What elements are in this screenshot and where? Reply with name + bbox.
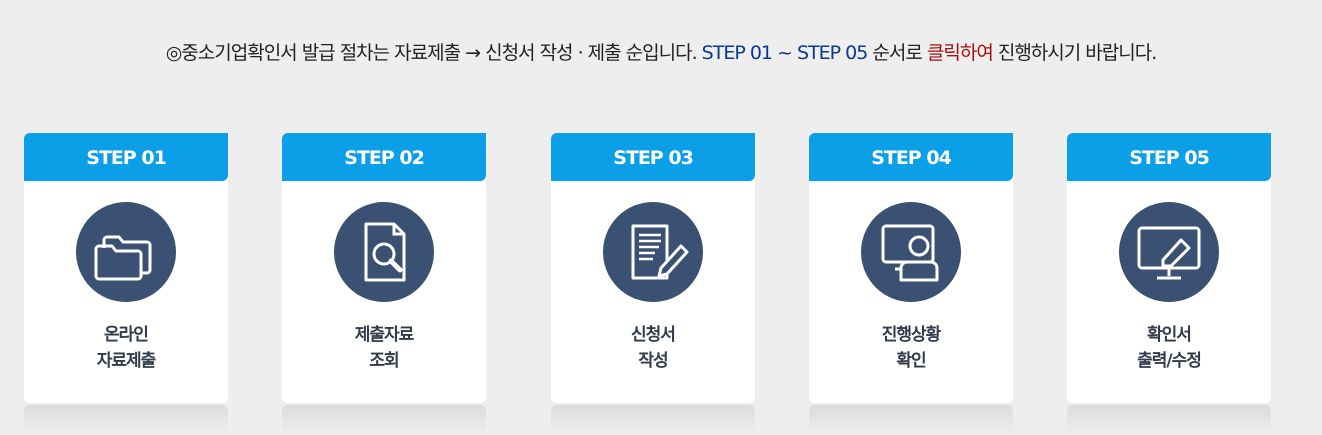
step-02-label-line1: 제출자료 <box>354 325 415 345</box>
step-01-label-line1: 온라인 <box>104 325 149 345</box>
folder-icon <box>76 202 176 302</box>
step-03-label-line1: 신청서 <box>631 325 676 345</box>
document-search-icon <box>334 202 434 302</box>
step-01-shadow <box>24 405 228 435</box>
step-04-label-line2: 확인 <box>896 351 926 371</box>
step-01-label-line2: 자료제출 <box>96 351 157 371</box>
instruction-text-main: ◎중소기업확인서 발급 절차는 자료제출 → 신청서 작성 · 제출 순입니다. <box>165 42 702 64</box>
step-05-shadow <box>1067 405 1271 435</box>
step-05-label-line1: 확인서 <box>1147 325 1192 345</box>
step-04-title: STEP 04 <box>809 133 1013 181</box>
document-edit-icon <box>603 202 703 302</box>
step-01-title: STEP 01 <box>24 133 228 181</box>
step-02-label: 제출자료 조회 <box>282 322 486 374</box>
step-05-title: STEP 05 <box>1067 133 1271 181</box>
step-05-label-line2: 출력/수정 <box>1137 351 1202 371</box>
instruction-text: ◎중소기업확인서 발급 절차는 자료제출 → 신청서 작성 · 제출 순입니다.… <box>0 38 1322 65</box>
step-01-online-submission[interactable]: STEP 01 온라인 자료제출 <box>24 133 228 403</box>
step-03-title: STEP 03 <box>551 133 755 181</box>
step-02-title: STEP 02 <box>282 133 486 181</box>
step-03-label: 신청서 작성 <box>551 322 755 374</box>
step-04-label-line1: 진행상황 <box>881 325 942 345</box>
step-02-label-line2: 조회 <box>369 351 399 371</box>
step-02-view-submitted[interactable]: STEP 02 제출자료 조회 <box>282 133 486 403</box>
step-04-check-progress[interactable]: STEP 04 진행상황 확인 <box>809 133 1013 403</box>
instruction-step-range: STEP 01 ~ STEP 05 <box>701 42 869 64</box>
step-01-label: 온라인 자료제출 <box>24 322 228 374</box>
step-03-write-application[interactable]: STEP 03 신청서 작성 <box>551 133 755 403</box>
step-05-label: 확인서 출력/수정 <box>1067 322 1271 374</box>
instruction-text-order: 순서로 <box>867 42 927 64</box>
instruction-text-end: 진행하시기 바랍니다. <box>992 42 1157 64</box>
user-monitor-icon <box>861 202 961 302</box>
step-03-shadow <box>551 405 755 435</box>
instruction-click-emphasis: 클릭하여 <box>926 42 994 64</box>
step-04-label: 진행상황 확인 <box>809 322 1013 374</box>
step-02-shadow <box>282 405 486 435</box>
step-03-label-line2: 작성 <box>638 351 668 371</box>
monitor-edit-icon <box>1119 202 1219 302</box>
step-04-shadow <box>809 405 1013 435</box>
step-05-print-modify[interactable]: STEP 05 확인서 출력/수정 <box>1067 133 1271 403</box>
